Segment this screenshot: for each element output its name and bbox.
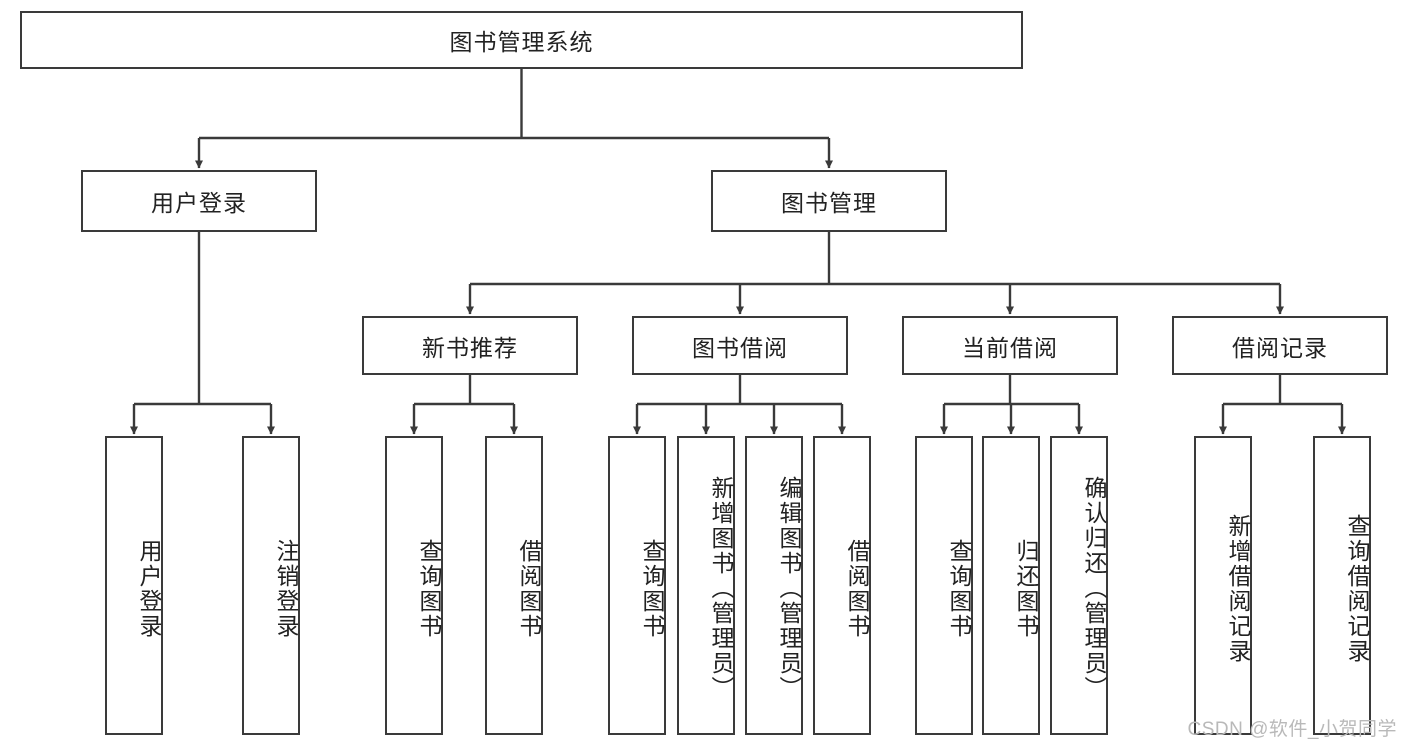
watermark-text: CSDN @软件_小贺同学 <box>1187 719 1397 740</box>
node-leaf-query-book-1[interactable]: 查询图书 <box>385 436 443 735</box>
node-label: 新增借阅记录 <box>1225 513 1251 664</box>
node-label: 图书管理 <box>781 190 877 216</box>
node-leaf-query-record[interactable]: 查询借阅记录 <box>1313 436 1371 735</box>
node-label: 用户登录 <box>136 538 162 639</box>
node-label: 注销登录 <box>273 538 299 639</box>
node-label: 查询图书 <box>639 538 665 639</box>
node-user-login[interactable]: 用户登录 <box>81 170 317 232</box>
node-label: 借阅图书 <box>844 538 870 639</box>
node-label: 用户登录 <box>151 190 247 216</box>
node-label: 确认归还（管理员） <box>1081 476 1107 701</box>
node-leaf-query-book-3[interactable]: 查询图书 <box>915 436 973 735</box>
node-root[interactable]: 图书管理系统 <box>20 11 1023 69</box>
node-label: 新书推荐 <box>422 334 518 361</box>
node-leaf-query-book-2[interactable]: 查询图书 <box>608 436 666 735</box>
node-new-book-rec[interactable]: 新书推荐 <box>362 316 578 375</box>
node-label: 新增图书（管理员） <box>708 476 734 701</box>
node-label: 借阅记录 <box>1232 334 1328 361</box>
node-label: 查询借阅记录 <box>1344 513 1370 664</box>
node-leaf-user-logout[interactable]: 注销登录 <box>242 436 300 735</box>
node-book-borrow[interactable]: 图书借阅 <box>632 316 848 375</box>
node-leaf-return-book[interactable]: 归还图书 <box>982 436 1040 735</box>
node-label: 借阅图书 <box>516 538 542 639</box>
node-leaf-borrow-book-2[interactable]: 借阅图书 <box>813 436 871 735</box>
node-label: 归还图书 <box>1013 538 1039 639</box>
node-label: 编辑图书（管理员） <box>776 476 802 701</box>
node-leaf-confirm-return[interactable]: 确认归还（管理员） <box>1050 436 1108 735</box>
node-label: 查询图书 <box>416 538 442 639</box>
node-leaf-borrow-book-1[interactable]: 借阅图书 <box>485 436 543 735</box>
node-leaf-edit-book[interactable]: 编辑图书（管理员） <box>745 436 803 735</box>
node-label: 图书借阅 <box>692 334 788 361</box>
node-current-borrow[interactable]: 当前借阅 <box>902 316 1118 375</box>
node-label: 查询图书 <box>946 538 972 639</box>
node-borrow-record[interactable]: 借阅记录 <box>1172 316 1388 375</box>
node-book-manage[interactable]: 图书管理 <box>711 170 947 232</box>
node-leaf-add-book[interactable]: 新增图书（管理员） <box>677 436 735 735</box>
node-label: 图书管理系统 <box>449 29 594 55</box>
node-leaf-user-login[interactable]: 用户登录 <box>105 436 163 735</box>
node-label: 当前借阅 <box>962 334 1058 361</box>
node-leaf-add-record[interactable]: 新增借阅记录 <box>1194 436 1252 735</box>
